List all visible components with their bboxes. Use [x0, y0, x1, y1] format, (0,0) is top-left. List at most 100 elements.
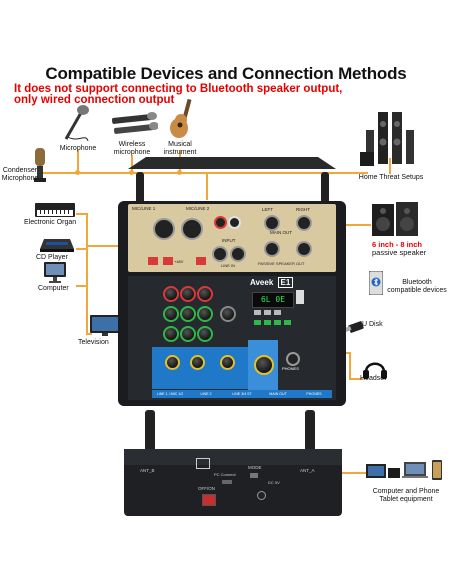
- microphone-label: Microphone: [59, 145, 97, 152]
- speaker-out-left[interactable]: [264, 241, 280, 257]
- cd-player-label: CD Player: [36, 254, 68, 261]
- eq-low-knob-2[interactable]: [180, 326, 196, 342]
- top-connector-line: [38, 172, 368, 174]
- bluetooth-line-1: Bluetooth: [402, 279, 432, 286]
- headset-connector-end: [349, 378, 363, 380]
- connector-dot: [129, 170, 134, 175]
- television-label: Television: [78, 339, 109, 346]
- eq-knob-1[interactable]: [163, 306, 179, 322]
- pc-connect-label: PC Connect: [214, 472, 236, 477]
- connector-dot: [177, 170, 182, 175]
- bluetooth-line-2: compatible devices: [387, 287, 447, 294]
- condenser-microphone-label: Condenser Microphone: [0, 167, 40, 183]
- display-screen: 6L 0E: [252, 292, 294, 308]
- wireless-microphone-icon: [111, 112, 158, 134]
- home-theater-label: Home Threat Setups: [358, 174, 424, 181]
- musical-line-1: Musical: [168, 141, 192, 148]
- phantom-switch[interactable]: [196, 257, 206, 265]
- gain-knob-1[interactable]: [163, 286, 179, 302]
- phones-label: PHONES: [282, 366, 299, 371]
- mic-line-1-label: MIC/LINE 1: [132, 206, 156, 211]
- gain-knob-2[interactable]: [180, 286, 196, 302]
- dc-jack[interactable]: [257, 491, 266, 500]
- antenna-left: [136, 172, 144, 206]
- rca-red-1[interactable]: [214, 216, 227, 229]
- computer-phone-line-1: Computer and Phone: [372, 488, 440, 495]
- phones-jack[interactable]: [286, 352, 300, 366]
- main-out-left-jack[interactable]: [264, 215, 280, 231]
- speaker-out-right[interactable]: [296, 241, 312, 257]
- mode-button[interactable]: [254, 320, 261, 325]
- computer-label: Computer: [38, 285, 69, 292]
- rca-white-1[interactable]: [228, 216, 241, 229]
- speaker-connector: [346, 224, 371, 226]
- xlr-input-2[interactable]: [181, 218, 203, 240]
- computer-phone-label: Computer and Phone Tablet equipment: [362, 488, 450, 504]
- usb-port[interactable]: [296, 290, 304, 304]
- eq-low-knob-1[interactable]: [163, 326, 179, 342]
- gain-knob-3[interactable]: [197, 286, 213, 302]
- left-to-mixer-connector: [86, 245, 118, 247]
- usb-c-port[interactable]: [222, 480, 232, 484]
- level-knob-2[interactable]: [190, 355, 205, 370]
- power-switch[interactable]: [202, 494, 216, 506]
- strip-label-4: MAIN OUT: [269, 392, 287, 396]
- mode-switch[interactable]: [250, 473, 258, 478]
- xlr-input-1[interactable]: [153, 218, 175, 240]
- left-connector-vertical: [86, 213, 88, 333]
- line-in-jack-2[interactable]: [230, 246, 246, 262]
- rec-button[interactable]: [284, 320, 291, 325]
- repeat-button[interactable]: [264, 320, 271, 325]
- cd-player-icon: [40, 239, 74, 252]
- line-knob[interactable]: [220, 306, 236, 322]
- home-theater-icon: [360, 112, 414, 166]
- play-button[interactable]: [264, 310, 271, 315]
- switch-2[interactable]: [163, 257, 173, 265]
- input-label: INPUT: [222, 238, 236, 243]
- passive-speaker-label: 6 inch - 8 inch passive speaker: [372, 241, 452, 257]
- main-out-label: MAIN OUT: [270, 230, 292, 235]
- bluetooth-device-icon: [369, 271, 383, 295]
- connector-dot: [75, 170, 80, 175]
- electronic-organ-icon: [35, 203, 75, 217]
- main-mix-knob[interactable]: [254, 355, 274, 375]
- level-knob-1[interactable]: [165, 355, 180, 370]
- musical-instrument-label: Musical instrument: [157, 141, 203, 157]
- passive-speaker-out-label: PASSIVE SPEAKER OUT: [258, 261, 305, 266]
- main-out-right-jack[interactable]: [296, 215, 312, 231]
- headset-label: Headset: [360, 375, 387, 382]
- tv-connector: [86, 333, 92, 335]
- strip-label-3: LINE 3/4 ST: [232, 392, 252, 396]
- off-on-label: OFF/ON: [198, 486, 215, 491]
- prev-button[interactable]: [254, 310, 261, 315]
- line-in-jack-1[interactable]: [212, 246, 228, 262]
- computer-phone-line-2: Tablet equipment: [379, 496, 433, 503]
- next-button[interactable]: [274, 310, 281, 315]
- passive-speaker-text: passive speaker: [372, 248, 427, 257]
- condenser-line-2: Microphone: [1, 175, 39, 182]
- warning-line-2: only wired connection output: [14, 94, 175, 106]
- level-knob-3[interactable]: [220, 355, 235, 370]
- ant-a-label: ANT_A: [300, 468, 315, 473]
- antenna-right: [321, 172, 329, 206]
- condenser-microphone-icon: [34, 148, 46, 182]
- right-label: RIGHT: [296, 207, 310, 212]
- bt-button[interactable]: [274, 320, 281, 325]
- switch-1[interactable]: [148, 257, 158, 265]
- condenser-line-1: Condenser: [2, 167, 38, 174]
- mic-connector: [77, 150, 79, 172]
- computer-icon: [44, 262, 66, 283]
- wireless-microphone-label: Wireless microphone: [104, 141, 160, 157]
- bluetooth-label: Bluetooth compatible devices: [385, 279, 449, 295]
- headset-icon: [363, 362, 387, 379]
- usb-disk-icon: [345, 321, 364, 333]
- eq-low-knob-3[interactable]: [197, 326, 213, 342]
- electronic-organ-label: Electronic Organ: [24, 219, 77, 226]
- eq-knob-2[interactable]: [180, 306, 196, 322]
- u-disk-label: U Disk: [362, 321, 383, 328]
- mode-label: MODE: [248, 465, 262, 470]
- eq-knob-3[interactable]: [197, 306, 213, 322]
- brand-name: Aveek: [250, 278, 274, 287]
- warning-text: It does not support connecting to Blueto…: [14, 83, 342, 106]
- plus48v-label: +48V: [174, 259, 184, 264]
